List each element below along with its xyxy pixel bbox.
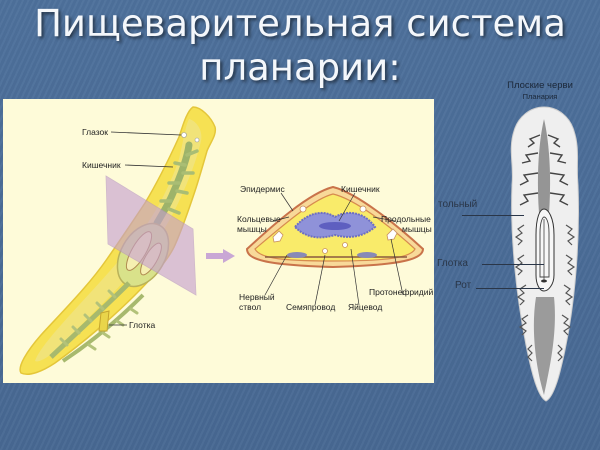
label-sperm-duct: Семяпровод xyxy=(286,302,336,312)
slide-title: Пищеварительная система планарии: xyxy=(0,2,600,90)
label-protonephridium: Протонефридий xyxy=(369,287,434,297)
label-mouth: Рот xyxy=(455,280,472,291)
label-intestine: Кишечник xyxy=(82,160,121,170)
label-eye: Глазок xyxy=(82,127,108,137)
slide-title-line-1: Пищеварительная система xyxy=(34,2,566,45)
label-longitudinal-muscles-2: мышцы xyxy=(402,224,432,234)
slide-title-line-2: планарии: xyxy=(199,46,401,89)
right-diagram-subheading: Планария xyxy=(522,92,558,101)
label-nerve-cord-1: Нервный xyxy=(239,292,275,302)
label-circular-muscles-2: мышцы xyxy=(237,224,267,234)
label-line-mouth xyxy=(476,288,544,289)
label-partial: тольный xyxy=(438,199,478,210)
right-diagram-heading: Плоские черви xyxy=(507,80,573,91)
label-line-pharynx xyxy=(482,264,544,265)
planaria-body-illustration xyxy=(19,106,425,375)
label-line-partial xyxy=(462,215,524,216)
label-pharynx: Глотка xyxy=(129,320,156,330)
planaria-top-view-illustration xyxy=(510,106,579,402)
label-oviduct: Яйцевод xyxy=(348,302,383,312)
label-cs-intestine: Кишечник xyxy=(341,184,380,194)
label-epidermis: Эпидермис xyxy=(240,184,285,194)
planaria-anatomy-panel: Глазок Кишечник Глотка Эпидермис Кишечни… xyxy=(3,99,434,383)
label-right-pharynx: Глотка xyxy=(437,258,468,269)
label-nerve-cord-2: ствол xyxy=(239,302,262,312)
label-longitudinal-muscles-1: Продольные xyxy=(381,214,431,224)
label-circular-muscles-1: Кольцевые xyxy=(237,214,281,224)
